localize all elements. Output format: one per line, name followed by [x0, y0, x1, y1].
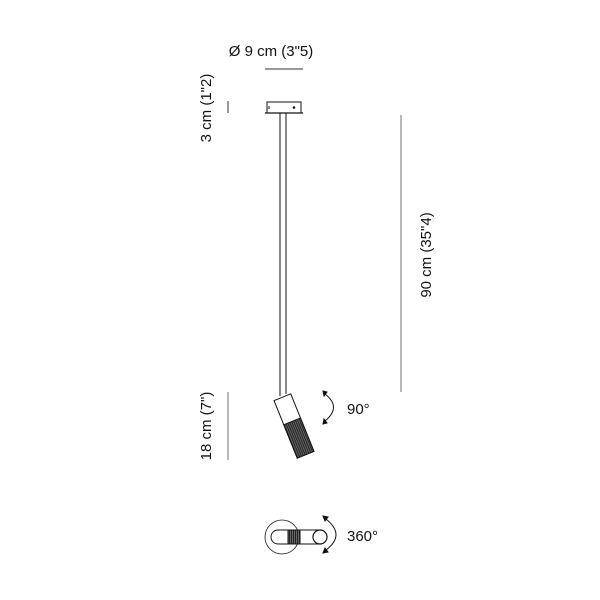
rotation-label: 360° — [347, 528, 378, 545]
rotation-arrow-icon — [322, 515, 337, 554]
rotation-top-view — [264, 519, 328, 555]
canopy — [265, 101, 303, 114]
canopy-height-label: 3 cm (1"2) — [198, 74, 215, 143]
cable-length-label: 90 cm (35"4) — [418, 212, 435, 297]
tilt-label: 90° — [347, 401, 370, 418]
stem — [279, 113, 287, 396]
diameter-label: Ø 9 cm (3"5) — [229, 43, 314, 60]
lamp-head — [273, 393, 315, 459]
tilt-arrow-icon — [322, 390, 334, 425]
head-length-label: 18 cm (7") — [198, 392, 215, 461]
